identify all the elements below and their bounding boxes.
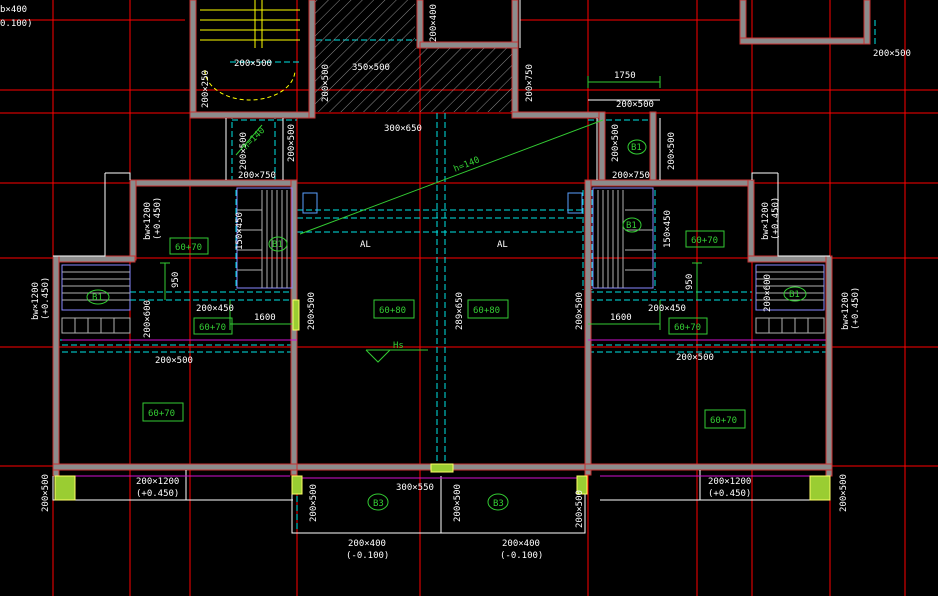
label-b1-right-mid: B1 <box>789 290 800 300</box>
label-beam-200x750-left: 200×750 <box>238 171 276 181</box>
label-bottom-right-beam2: (+0.450) <box>708 489 751 499</box>
label-beam-200x500-c2: 200×500 <box>307 292 317 330</box>
label-beam-200x500-vert-a: 200×500 <box>321 64 331 102</box>
label-beam-200x600-c: 200×600 <box>143 300 153 338</box>
label-slab-60-80-a: 60+80 <box>379 306 406 316</box>
label-beam-200x750-vert: 200×750 <box>525 64 535 102</box>
label-beam-200x500-v-right2: 200×500 <box>667 132 677 170</box>
label-beam-300x550-bottom: 300×550 <box>396 483 434 493</box>
label-bw1200-left2: (+0.450) <box>41 277 51 320</box>
label-dim-950-right: 950 <box>685 274 695 290</box>
label-beam-200x600-vr2: 200×600 <box>763 274 773 312</box>
columns <box>54 299 831 501</box>
label-al-right: AL <box>497 240 508 250</box>
label-beam-200x450-right: 200×450 <box>648 304 686 314</box>
label-dim-950-left: 950 <box>171 272 181 288</box>
hatched-slab <box>315 0 415 112</box>
label-beam-200x500-far-right: 200×500 <box>873 49 911 59</box>
balcony-left <box>61 264 131 334</box>
label-b1-right: B1 <box>626 221 637 231</box>
label-b3-left: B3 <box>373 499 384 509</box>
label-dim-1600-right: 1600 <box>610 313 632 323</box>
label-beam-200x400-vert: 200×400 <box>429 4 439 42</box>
label-beam-200x500-vr: 200×500 <box>575 292 585 330</box>
label-b3-right: B3 <box>493 499 504 509</box>
label-beam-200x500-hright: 200×500 <box>676 353 714 363</box>
openings <box>302 192 583 214</box>
dim-lines-green <box>160 76 702 330</box>
label-b1-left-mid: B1 <box>92 293 103 303</box>
label-beam-289x650: 289×650 <box>455 292 465 330</box>
label-bottom-200x400-l: 200×400 <box>348 539 386 549</box>
label-stair-150x450-left: 150×450 <box>235 212 245 250</box>
label-slab-60-80-b: 60+80 <box>473 306 500 316</box>
label-stair-150x450-right: 150×450 <box>663 210 673 248</box>
label-bw1200-right2: (+0.450) <box>851 287 861 330</box>
hs-symbol <box>365 349 428 363</box>
stair-right <box>592 187 654 289</box>
label-dim-1750: 1750 <box>614 71 636 81</box>
label-slab-60-70-a: 60+70 <box>175 243 202 253</box>
label-bw1200-left-top2: (+0.450) <box>153 197 163 240</box>
label-tl-corner-top: b×400 <box>0 5 27 15</box>
label-beam-200x250-vert: 200×250 <box>201 70 211 108</box>
label-beam-200x500-hleft: 200×500 <box>155 356 193 366</box>
label-bottom-right-beam: 200×1200 <box>708 477 751 487</box>
label-bw1200-left: bw×1200 <box>31 282 41 320</box>
hatched-slab-2 <box>415 48 512 112</box>
label-beam-200x450-left: 200×450 <box>196 304 234 314</box>
label-slab-60-70-f: 60+70 <box>710 416 737 426</box>
label-bottom-200x500-cr: 200×500 <box>575 490 585 528</box>
label-bottom-200x500-r: 200×500 <box>839 474 849 512</box>
balcony-right <box>755 264 825 334</box>
label-bottom-200x400-r: 200×400 <box>502 539 540 549</box>
label-beam-350x500: 350×500 <box>352 63 390 73</box>
label-bottom-200x500-cl: 200×500 <box>309 484 319 522</box>
label-beam-200x750-right: 200×750 <box>612 171 650 181</box>
label-beam-200x500-v-left: 200×500 <box>239 132 249 170</box>
label-slab-60-70-b: 60+70 <box>199 323 226 333</box>
label-b1-left: B1 <box>272 240 283 250</box>
label-al-left: AL <box>360 240 371 250</box>
label-bottom-left-beam: 200×1200 <box>136 477 179 487</box>
slope-line <box>299 119 604 235</box>
label-slab-60-70-c: 60+70 <box>148 409 175 419</box>
label-bw1200-left-top: bw×1200 <box>143 202 153 240</box>
label-bw1200-right-top: bw×1200 <box>761 202 771 240</box>
label-beam-200x500-right-top: 200×500 <box>616 100 654 110</box>
magenta-lines <box>62 339 826 479</box>
label-dim-1600-left: 1600 <box>254 313 276 323</box>
label-beam-200x500-v-left2: 200×500 <box>287 124 297 162</box>
slab-boxes <box>86 139 807 511</box>
label-bottom-200x500-cm: 200×500 <box>453 484 463 522</box>
label-tl-corner-bottom: 0.100) <box>0 19 33 29</box>
label-hs: Hs <box>393 341 404 351</box>
label-beam-200x500-v-right: 200×500 <box>611 124 621 162</box>
label-bw1200-right-top2: (+0.450) <box>771 197 781 240</box>
label-bottom-left-beam2: (+0.450) <box>136 489 179 499</box>
label-beam-200x500-top: 200×500 <box>234 59 272 69</box>
label-b1-right-top: B1 <box>631 143 642 153</box>
stair-top <box>200 0 300 101</box>
label-beam-300x650-top: 300×650 <box>384 124 422 134</box>
stair-left <box>236 187 293 289</box>
label-slope-h140-right: h=140 <box>452 155 481 174</box>
label-slab-60-70-e: 60+70 <box>674 323 701 333</box>
label-bottom-200x400-r2: (-0.100) <box>500 551 543 561</box>
label-slab-60-70-d: 60+70 <box>691 236 718 246</box>
slope-line-top <box>235 124 263 156</box>
label-bottom-200x400-l2: (-0.100) <box>346 551 389 561</box>
label-bottom-200x500-l: 200×500 <box>41 474 51 512</box>
label-bw1200-right: bw×1200 <box>841 292 851 330</box>
